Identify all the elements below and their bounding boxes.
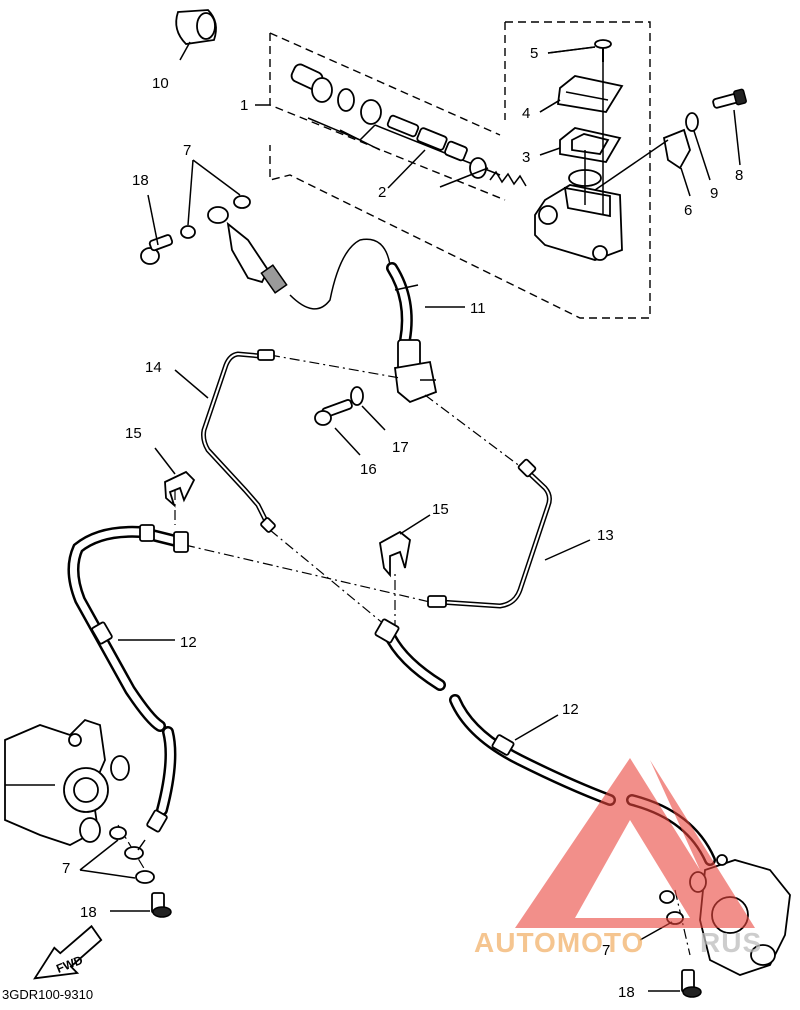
callout-6: 6 <box>684 202 692 219</box>
diagram-code: 3GDR100-9310 <box>2 987 93 1002</box>
callout-12-left: 12 <box>180 634 197 651</box>
watermark-text-a: AUTOMOTO <box>474 927 644 958</box>
part-4-cap <box>539 75 624 113</box>
brake-joint-block <box>394 339 438 404</box>
callout-18-left: 18 <box>80 904 97 921</box>
callout-labels: 10 1 7 18 2 5 4 3 8 9 6 11 14 17 16 15 1… <box>62 45 743 1001</box>
part-7-washer-left <box>79 839 155 884</box>
callout-15-left: 15 <box>125 425 142 442</box>
callout-14: 14 <box>145 359 162 376</box>
callout-18-right: 18 <box>618 984 635 1001</box>
callout-18-top: 18 <box>132 172 149 189</box>
leader-lines <box>387 46 596 189</box>
part-13-brake-pipe <box>427 458 591 609</box>
part-15-clip-left <box>154 447 196 508</box>
callout-13: 13 <box>597 527 614 544</box>
callout-2: 2 <box>378 184 386 201</box>
callout-3: 3 <box>522 149 530 166</box>
part-11-hose <box>207 206 465 346</box>
part-3-diaphragm <box>539 127 622 163</box>
callout-4: 4 <box>522 105 530 122</box>
part-10-boot <box>175 9 217 61</box>
callout-15-right: 15 <box>432 501 449 518</box>
part-14-brake-pipe <box>174 349 276 533</box>
part-18-bolt-right <box>648 969 702 998</box>
callout-8: 8 <box>735 167 743 184</box>
part-18-bolt-left <box>110 892 172 918</box>
part-17-washer <box>350 386 386 431</box>
part-16-bolt <box>314 399 361 456</box>
left-brake-caliper <box>4 718 130 846</box>
callout-11: 11 <box>470 300 486 317</box>
master-cylinder-body <box>534 62 623 261</box>
callout-9: 9 <box>710 185 718 202</box>
part-8-bolt <box>712 88 747 166</box>
part-7-washer-top <box>180 159 251 239</box>
callout-16: 16 <box>360 461 377 478</box>
part-18-bolt-top <box>140 194 174 265</box>
callout-17: 17 <box>392 439 409 456</box>
callout-7-right: 7 <box>602 942 610 959</box>
callout-1: 1 <box>240 97 248 114</box>
part-2-piston-kit <box>290 63 527 187</box>
part-12-hose-left <box>67 524 189 860</box>
part-12-hose-right <box>374 618 716 866</box>
callout-12-right: 12 <box>562 701 579 718</box>
watermark-text-b: RUS <box>700 927 762 958</box>
callout-5: 5 <box>530 45 538 62</box>
watermark-triangle-logo <box>515 758 755 928</box>
callout-10: 10 <box>152 75 169 92</box>
callout-7-top: 7 <box>183 142 191 159</box>
part-6-clamp <box>594 128 691 197</box>
callout-7-left: 7 <box>62 860 70 877</box>
part-5-screw <box>547 39 612 62</box>
fwd-arrow: FWD <box>33 924 103 980</box>
part-9-washer <box>685 112 711 181</box>
automotorus-watermark: AUTOMOTO RUS <box>474 758 762 958</box>
part-15-clip-right <box>379 514 431 578</box>
master-cylinder-group-outline <box>255 21 651 319</box>
